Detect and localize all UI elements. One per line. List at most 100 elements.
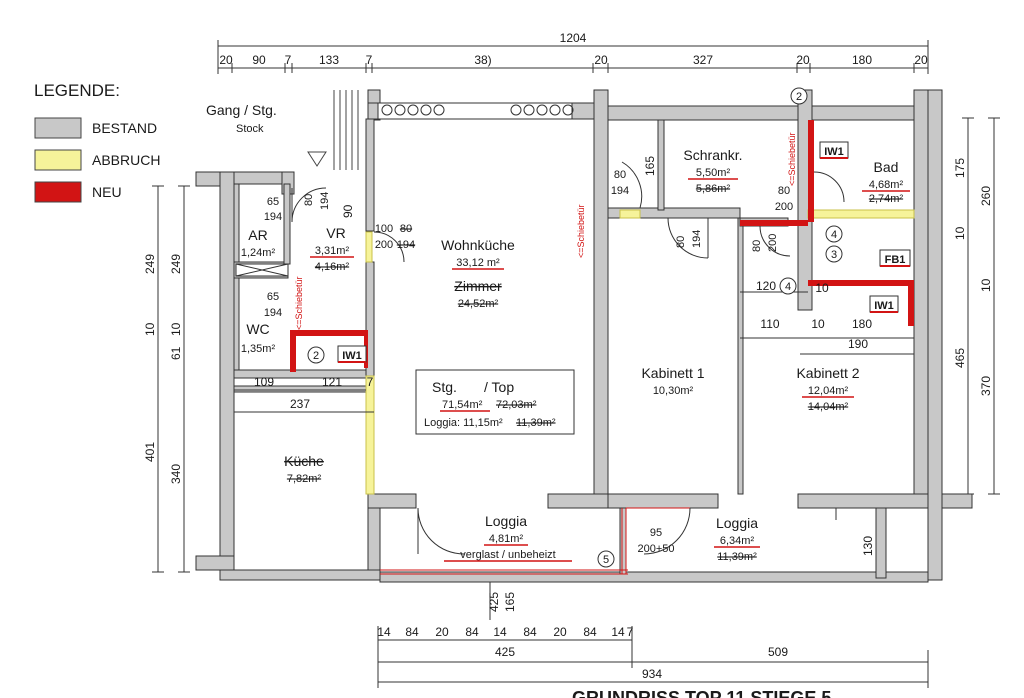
room-area-loggia-1: 4,81m² [489, 533, 524, 545]
marker-4 [825, 225, 843, 243]
room-area-wc: 1,35m² [241, 343, 276, 355]
dim-v90: 90 [341, 204, 355, 218]
summary-old-area: 72,03m² [496, 399, 537, 411]
legend-title: LEGENDE: [34, 81, 120, 100]
dim-left-inner-340: 340 [169, 464, 183, 484]
dim-v130: 130 [861, 536, 875, 556]
room-name-wohnkueche: Wohnküche [441, 237, 515, 253]
room-area-ar: 1,24m² [241, 247, 276, 259]
marker-label-2-wc: 2 [313, 350, 319, 362]
dim-left-inner-249: 249 [169, 254, 183, 274]
marker-2-wc [307, 346, 325, 364]
dim-right-260: 260 [979, 186, 993, 206]
door-wc-height: 194 [264, 307, 282, 319]
room-area-kueche-old: 7,82m² [287, 473, 322, 485]
marker-label-2-top: 2 [796, 91, 802, 103]
dim-bottom-0: 14 [377, 625, 391, 639]
dim-bottom-1: 84 [405, 625, 419, 639]
tag-iw1-bad: IW1 [824, 146, 844, 158]
room-name-kabinett-1: Kabinett 1 [641, 365, 704, 381]
dim-row-237: 237 [290, 397, 310, 411]
door-loggia-height: 200+50 [637, 543, 674, 555]
door-wc-width: 65 [267, 291, 279, 303]
dim-v425: 425 [487, 592, 501, 612]
room-name-ar: AR [248, 227, 267, 243]
dim-bottom-7: 84 [583, 625, 597, 639]
bottom-dimension-lines [377, 582, 929, 688]
room-old-name-zimmer: Zimmer [454, 278, 502, 294]
room-name-bad: Bad [874, 159, 899, 175]
door-swings [291, 161, 845, 555]
legend-swatch-abbruch [34, 149, 82, 171]
room-area-kabinett-2: 12,04m² [808, 385, 849, 397]
dim-right-175: 175 [953, 158, 967, 178]
dim-kab-180: 180 [852, 317, 872, 331]
room-area-schrankraum: 5,50m² [696, 167, 731, 179]
marker-3 [825, 245, 843, 263]
door-vr-width: 80 [303, 194, 315, 206]
sliding-door-label-wohn: <=Schiebetür [576, 204, 586, 258]
room-name-schrankraum: Schrankr. [683, 147, 742, 163]
top-dimension-chain [217, 40, 929, 74]
dim-row-7: 7 [367, 375, 374, 389]
legend-swatch-neu [34, 181, 82, 203]
dim-left-inner-61: 61 [169, 346, 183, 360]
dim-top-8: 20 [796, 53, 810, 67]
room-area-wohnkueche: 33,12 m² [456, 257, 500, 269]
dim-v165b: 165 [503, 592, 517, 612]
dim-row-121: 121 [322, 375, 342, 389]
dim-left-outer-401: 401 [143, 442, 157, 462]
demolition-elements [365, 209, 915, 495]
dim-kab-110: 110 [760, 317, 779, 331]
dim-right-370: 370 [979, 376, 993, 396]
room-old-area-vr: 4,16m² [315, 261, 350, 273]
room-area-bad: 4,68m² [869, 179, 904, 191]
left-dimension-lines [152, 185, 190, 573]
summary-top: / Top [484, 379, 514, 395]
dim-bottom-934: 934 [642, 667, 662, 681]
dim-right-10b: 10 [979, 278, 993, 292]
dim-top-5: 38) [474, 53, 491, 67]
legend-label-neu: NEU [92, 184, 122, 200]
dim-bad-120: 120 [756, 279, 776, 293]
dim-bad-10: 10 [815, 281, 829, 295]
ar-shelf [235, 263, 289, 277]
room-note-loggia-1: verglast / unbeheizt [460, 549, 555, 561]
room-name-kueche-old: Küche [284, 453, 324, 469]
room-old-area-schrankraum: 5,86m² [696, 183, 731, 195]
dim-bottom-5: 84 [523, 625, 537, 639]
dim-bottom-9: 7 [627, 625, 634, 639]
room-area-kabinett-1: 10,30m² [653, 385, 694, 397]
door-bad-width: 80 [778, 185, 790, 197]
room-name-vr: VR [326, 225, 345, 241]
legend-label-bestand: BESTAND [92, 120, 157, 136]
dim-top-6: 20 [594, 53, 608, 67]
marker-label-4b: 4 [785, 281, 791, 293]
door-wohn-b-width: 80 [400, 223, 412, 235]
door-vr-height: 194 [319, 192, 331, 210]
tag-fb1: FB1 [885, 254, 906, 266]
door-kab1-width: 80 [675, 236, 687, 248]
dim-top-1: 90 [252, 53, 266, 67]
dim-top-2: 7 [285, 53, 292, 67]
dim-bottom-8: 14 [611, 625, 625, 639]
area-underlines [310, 178, 910, 562]
dim-row-109: 109 [254, 375, 274, 389]
summary-box [415, 369, 575, 435]
door-sizes: 80 194 65 194 65 194 100 200 80 194 80 1… [264, 169, 793, 555]
door-ar-width: 65 [267, 196, 279, 208]
dim-top-9: 180 [852, 53, 872, 67]
door-bad2-width: 80 [751, 240, 763, 252]
dim-bottom-4: 14 [493, 625, 507, 639]
dim-kab-190: 190 [848, 337, 868, 351]
tag-iw1-wc: IW1 [342, 350, 362, 362]
door-wohn-b-height: 194 [397, 239, 415, 251]
summary-loggia: Loggia: 11,15m² [424, 417, 503, 429]
marker-label-3: 3 [831, 249, 837, 261]
summary-area: 71,54m² [442, 399, 483, 411]
room-area-vr: 3,31m² [315, 245, 350, 257]
dim-v165: 165 [643, 156, 657, 176]
dim-top-7: 327 [693, 53, 713, 67]
